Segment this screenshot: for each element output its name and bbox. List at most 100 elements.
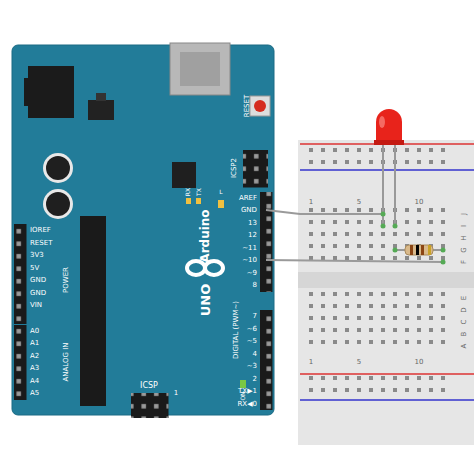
- pin-label: GND: [30, 290, 46, 297]
- reset-button: [250, 96, 270, 116]
- resistor-band: [410, 245, 413, 255]
- row-letter: C: [461, 320, 468, 325]
- header: [14, 325, 27, 400]
- resistor-symbol: [405, 245, 433, 255]
- header-pins: [131, 393, 169, 418]
- reset-button: [254, 100, 266, 112]
- header-pins: [14, 224, 27, 324]
- row-letter: F: [461, 260, 468, 264]
- regulator: [96, 93, 106, 101]
- header: [260, 310, 273, 410]
- pin-label: GND: [241, 207, 257, 214]
- capacitor: [46, 156, 70, 180]
- regulator: [88, 100, 114, 120]
- pin-label: A3: [30, 365, 39, 372]
- row-letter: D: [461, 307, 468, 312]
- wire-end: [393, 248, 398, 253]
- led: [376, 109, 402, 142]
- arduino-logo: [187, 261, 223, 275]
- pin-label: ~9: [247, 270, 257, 277]
- board-label: TX: [196, 188, 202, 196]
- column-number: 5: [357, 199, 361, 206]
- breadboard-holes: [308, 376, 453, 396]
- usb-port: [180, 52, 220, 86]
- power-jack: [28, 66, 74, 118]
- usb-port: [170, 43, 230, 95]
- board-label: RX: [185, 188, 191, 196]
- pin-label: VIN: [30, 302, 42, 309]
- row-letter: B: [461, 332, 468, 337]
- pin-label: 3V3: [30, 252, 44, 259]
- wire-gnd: [266, 210, 383, 214]
- rail-line: [300, 399, 474, 401]
- breadboard: [298, 140, 474, 445]
- capacitor: [46, 192, 70, 216]
- pin-label: ~11: [242, 245, 257, 252]
- header: [260, 192, 273, 292]
- power-jack: [24, 78, 32, 106]
- led-rx: [186, 198, 191, 204]
- board-label: ICSP: [140, 382, 158, 390]
- led-leg: [394, 140, 396, 226]
- section-label: POWER: [63, 267, 70, 293]
- arduino-board: [12, 45, 274, 415]
- breadboard-holes: [308, 292, 453, 352]
- wire-pin10: [266, 260, 443, 262]
- capacitor: [43, 189, 73, 219]
- board-label: RESET: [244, 95, 251, 117]
- pin-label: A1: [30, 340, 39, 347]
- rail-line: [300, 169, 474, 171]
- wire-end: [441, 260, 446, 265]
- capacitor: [43, 153, 73, 183]
- resistor-band: [421, 245, 424, 255]
- board-label: ICSP2: [231, 158, 238, 178]
- column-number: 10: [415, 199, 424, 206]
- pin-label: 13: [248, 220, 257, 227]
- row-letter: H: [461, 235, 468, 240]
- pin-label: A2: [30, 353, 39, 360]
- resistor-band: [416, 245, 419, 255]
- pin-label: 5V: [30, 265, 39, 272]
- header-pins: [243, 150, 268, 188]
- wire-end: [393, 224, 398, 229]
- row-letter: J: [461, 213, 468, 215]
- icsp-header: [131, 393, 169, 418]
- led-l: [218, 200, 224, 208]
- header-pins: [260, 310, 273, 410]
- column-number: 1: [309, 199, 313, 206]
- pin-label: AREF: [239, 195, 257, 202]
- pin-label: ~3: [247, 363, 257, 370]
- chip: [172, 162, 196, 188]
- breadboard-holes: [308, 208, 453, 268]
- led-rim: [374, 140, 404, 145]
- arduino-logo: [187, 261, 205, 275]
- row-letter: A: [461, 344, 468, 349]
- pin-label: RESET: [30, 240, 52, 247]
- pin-label: 8: [253, 282, 257, 289]
- column-number: 5: [357, 359, 361, 366]
- pin-label: GND: [30, 277, 46, 284]
- microcontroller: [80, 216, 106, 406]
- brand-text: Arduino: [199, 209, 211, 262]
- column-number: 10: [415, 359, 424, 366]
- breadboard-channel: [298, 272, 474, 288]
- pin-label: ~5: [247, 338, 257, 345]
- model-text: UNO: [199, 284, 212, 317]
- board-label: ON: [240, 391, 246, 400]
- row-letter: G: [461, 247, 468, 252]
- pin-label: 7: [253, 313, 257, 320]
- pin-label: 12: [248, 232, 257, 239]
- led-tx: [196, 198, 201, 204]
- row-letter: E: [461, 296, 468, 300]
- wire-end: [381, 212, 386, 217]
- board-label: 1: [174, 390, 178, 397]
- row-letter: I: [461, 225, 468, 227]
- icsp2-header: [243, 150, 268, 188]
- pin-label: IOREF: [30, 227, 51, 234]
- pin-label: ~6: [247, 326, 257, 333]
- column-number: 1: [309, 359, 313, 366]
- section-label: ANALOG IN: [63, 343, 70, 382]
- pin-label: 2: [253, 376, 257, 383]
